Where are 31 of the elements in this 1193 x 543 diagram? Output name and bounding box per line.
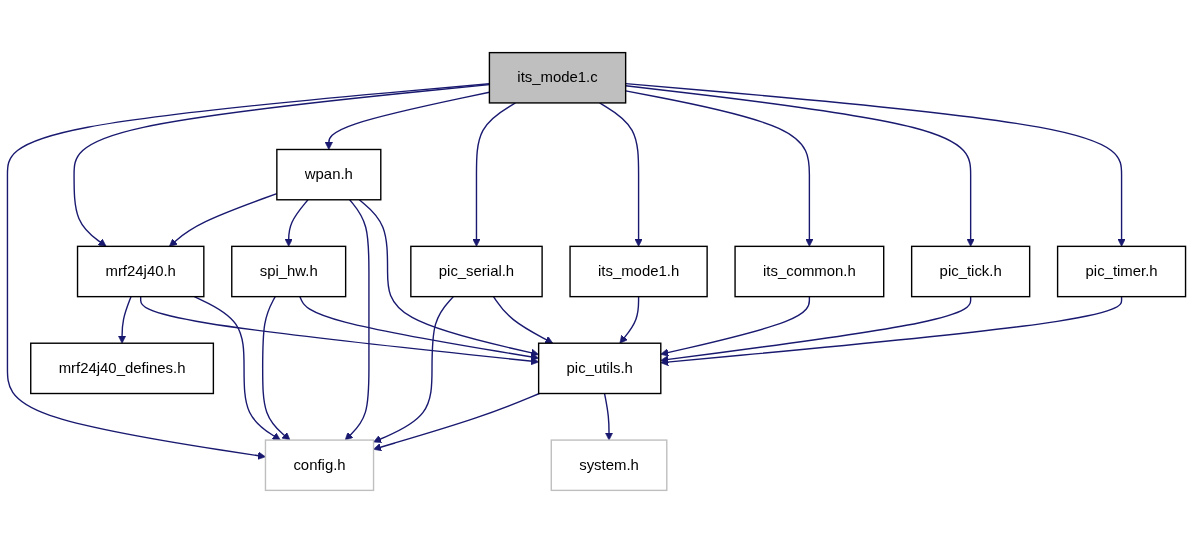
arrow bbox=[472, 102, 517, 247]
node-box: pic_utils.h bbox=[537, 342, 662, 395]
node-box: config.h bbox=[264, 439, 375, 492]
arrow bbox=[284, 199, 309, 247]
arrow bbox=[603, 392, 614, 441]
node-box: pic_tick.h bbox=[910, 245, 1031, 298]
arrow bbox=[492, 295, 554, 344]
node-box: its_mode1.h bbox=[569, 245, 708, 298]
node-box: its_mode1.c bbox=[488, 51, 627, 104]
node-box: mrf24j40_defines.h bbox=[30, 342, 215, 395]
arrow bbox=[660, 295, 811, 357]
node-box: wpan.h bbox=[276, 148, 382, 201]
arrow bbox=[344, 199, 370, 441]
arrow bbox=[117, 295, 132, 344]
arrow bbox=[140, 295, 539, 366]
node-box: system.h bbox=[550, 439, 668, 492]
arrow bbox=[619, 295, 640, 344]
arrow bbox=[262, 295, 291, 441]
node-box: its_common.h bbox=[734, 245, 885, 298]
arrow bbox=[660, 295, 1123, 367]
arrow bbox=[598, 102, 643, 247]
arrow bbox=[660, 295, 972, 364]
arrow bbox=[373, 295, 455, 443]
node-box: pic_serial.h bbox=[410, 245, 543, 298]
node-box: spi_hw.h bbox=[231, 245, 347, 298]
node-box: mrf24j40.h bbox=[76, 245, 205, 298]
arrow bbox=[358, 199, 539, 357]
arrow bbox=[373, 392, 541, 452]
arrow bbox=[299, 295, 539, 361]
arrow bbox=[193, 295, 281, 441]
node-box: pic_timer.h bbox=[1056, 245, 1187, 298]
